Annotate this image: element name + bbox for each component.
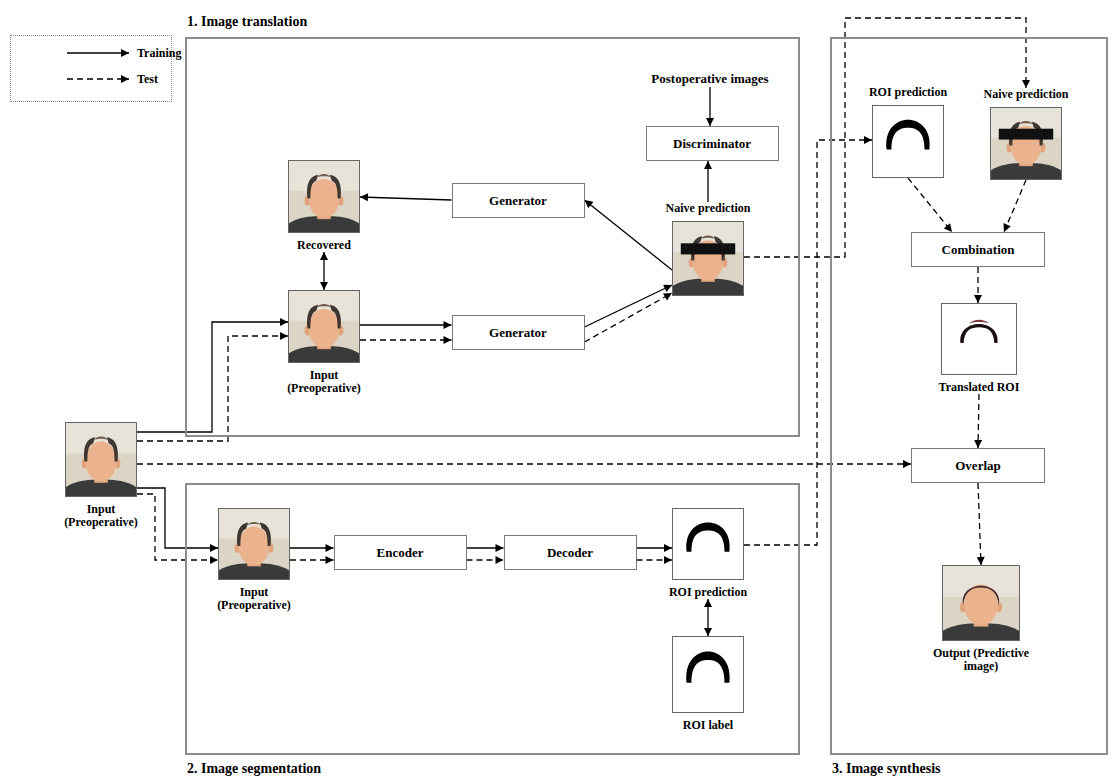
image-caption: Naive prediction — [966, 88, 1086, 101]
photo-illustration — [218, 508, 290, 580]
photo-frame — [872, 105, 944, 178]
image-caption: Input (Preoperative) — [276, 369, 372, 395]
image-caption: ROI label — [648, 719, 768, 732]
image-caption: Recovered — [269, 239, 379, 252]
photo-illustration — [672, 508, 744, 580]
training-flow-arrow — [137, 488, 218, 548]
test-flow-arrow — [978, 394, 979, 448]
test-flow-arrow — [977, 267, 978, 303]
image-caption: Translated ROI — [919, 381, 1039, 394]
training-flow-arrow — [360, 324, 452, 325]
image-thumbnail: Output (Predictive image) — [942, 565, 1020, 673]
image-thumbnail: ROI prediction — [672, 508, 744, 599]
photo-frame — [288, 290, 360, 363]
stage-panel: 1. Image translationPostoperative images… — [185, 37, 800, 437]
image-thumbnail: Recovered — [288, 160, 360, 252]
test-flow-arrow — [978, 483, 981, 565]
photo-illustration — [288, 160, 360, 233]
image-thumbnail: ROI label — [672, 636, 744, 732]
process-box: Combination — [911, 232, 1045, 267]
box-label: Encoder — [377, 545, 424, 561]
training-flow-arrow — [585, 285, 673, 327]
source-label: Postoperative images — [651, 71, 768, 86]
photo-illustration — [941, 303, 1017, 375]
test-flow-arrow — [137, 336, 288, 441]
test-flow-arrow — [137, 494, 218, 560]
training-flow-arrow — [323, 252, 324, 290]
box-label: Discriminator — [673, 136, 751, 152]
process-box: Discriminator — [646, 126, 779, 161]
training-flow-arrow — [467, 547, 504, 548]
box-label: Overlap — [955, 458, 1001, 474]
legend-sample — [65, 47, 133, 59]
photo-frame — [672, 221, 744, 296]
photo-illustration — [672, 636, 744, 713]
image-thumbnail: Input (Preoperative) — [288, 290, 360, 395]
process-box: Encoder — [334, 535, 467, 570]
photo-illustration — [672, 221, 744, 296]
test-flow-arrow — [637, 559, 673, 560]
legend-text: Test — [137, 72, 158, 86]
image-thumbnail: ROI prediction — [872, 86, 944, 178]
panel-heading: 1. Image translation — [187, 14, 307, 30]
image-thumbnail: Naive prediction — [990, 88, 1062, 180]
panel-heading: 2. Image segmentation — [187, 761, 321, 777]
test-flow-arrow — [1004, 180, 1026, 232]
photo-frame — [288, 160, 360, 233]
process-box: Generator — [452, 183, 585, 218]
image-thumbnail: Translated ROI — [941, 303, 1017, 394]
photo-frame — [218, 508, 290, 580]
box-label: Generator — [489, 325, 547, 341]
image-caption: Input (Preoperative) — [206, 586, 302, 612]
image-thumbnail: Naive prediction — [672, 202, 744, 296]
training-flow-arrow — [707, 161, 708, 202]
legend-sample — [65, 73, 133, 85]
photo-frame — [672, 508, 744, 580]
test-flow-arrow — [908, 178, 952, 232]
photo-frame — [990, 107, 1062, 180]
training-flow-arrow — [707, 599, 708, 636]
process-box: Overlap — [911, 448, 1045, 483]
panel-heading: 3. Image synthesis — [832, 761, 941, 777]
photo-frame — [65, 422, 137, 497]
image-caption: Input (Preoperative) — [53, 503, 149, 529]
training-flow-arrow — [137, 322, 288, 432]
test-flow-arrow — [585, 293, 673, 342]
image-caption: Output (Predictive image) — [923, 647, 1039, 673]
box-label: Decoder — [547, 545, 593, 561]
box-label: Combination — [942, 242, 1015, 258]
photo-illustration — [65, 422, 137, 497]
training-flow-arrow — [360, 197, 452, 200]
photo-illustration — [990, 107, 1062, 180]
legend-text: Training — [137, 46, 181, 60]
process-box: Decoder — [504, 535, 637, 570]
box-label: Generator — [489, 193, 547, 209]
image-thumbnail: Input (Preoperative) — [65, 422, 137, 529]
image-caption: ROI prediction — [648, 586, 768, 599]
training-flow-arrow — [709, 87, 710, 126]
process-box: Generator — [452, 315, 585, 350]
photo-illustration — [288, 290, 360, 363]
photo-illustration — [872, 105, 944, 178]
test-flow-arrow — [360, 339, 452, 340]
test-flow-arrow — [290, 559, 334, 560]
test-flow-arrow — [137, 463, 911, 464]
test-flow-arrow — [744, 18, 1026, 257]
photo-frame — [672, 636, 744, 713]
stage-panel: 2. Image segmentationInput (Preoperative… — [185, 483, 800, 755]
photo-frame — [942, 565, 1020, 641]
legend-box: TrainingTest — [10, 35, 172, 102]
photo-frame — [941, 303, 1017, 375]
data-source-label: Postoperative images — [651, 71, 768, 87]
image-caption: Naive prediction — [648, 202, 768, 215]
training-flow-arrow — [585, 200, 673, 270]
test-flow-arrow — [467, 559, 504, 560]
training-flow-arrow — [290, 547, 334, 548]
image-caption: ROI prediction — [848, 86, 968, 99]
image-thumbnail: Input (Preoperative) — [218, 508, 290, 612]
stage-panel: 3. Image synthesisROI predictionNaive pr… — [830, 37, 1108, 755]
photo-illustration — [942, 565, 1020, 641]
training-flow-arrow — [637, 547, 673, 548]
